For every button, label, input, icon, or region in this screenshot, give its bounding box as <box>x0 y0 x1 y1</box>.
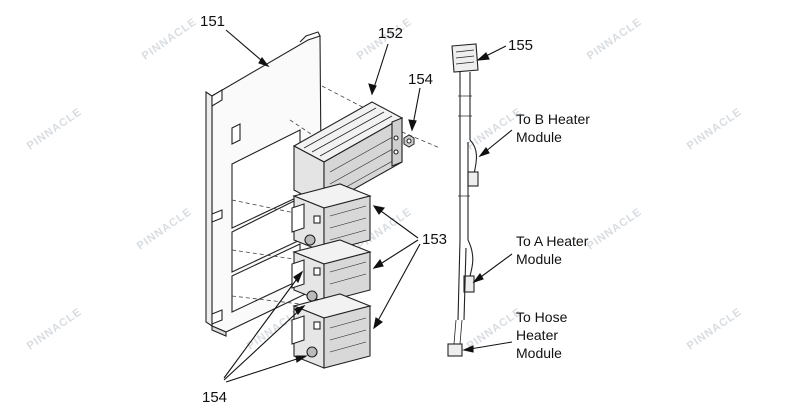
watermark-text: PINNACLE <box>585 16 645 63</box>
arrow-head <box>295 355 308 363</box>
watermark-text: PINNACLE <box>135 206 195 253</box>
arrow-head <box>368 83 377 96</box>
label-hose-heater-line3: Module <box>516 345 562 361</box>
arrow-head <box>293 270 304 284</box>
callout-155: 155 <box>508 37 533 54</box>
leader-154-bottom-c <box>225 355 307 383</box>
leader-154-bottom-a <box>223 271 303 379</box>
arrow-head <box>372 205 386 215</box>
callout-153: 153 <box>422 231 447 248</box>
arrow-head <box>472 273 484 284</box>
label-a-heater-line2: Module <box>516 251 562 267</box>
arrow-head <box>294 304 306 315</box>
callout-152: 152 <box>378 25 403 42</box>
leader-153-c <box>373 243 421 329</box>
watermark-text: PINNACLE <box>25 106 85 153</box>
callout-154-bottom: 154 <box>202 389 227 406</box>
watermark-text: PINNACLE <box>25 306 85 353</box>
callout-154-top: 154 <box>408 71 433 88</box>
arrow-head <box>373 317 383 330</box>
arrow-head <box>258 57 270 68</box>
watermark-text: PINNACLE <box>685 306 745 353</box>
arrow-head <box>408 119 417 132</box>
watermark-text: PINNACLE <box>140 16 200 63</box>
watermark-layer: PINNACLE PINNACLE PINNACLE PINNACLE PINN… <box>25 16 745 353</box>
leader-lines <box>223 29 513 383</box>
arrow-head <box>478 147 490 158</box>
label-hose-heater-line1: To Hose <box>516 309 568 325</box>
callout-151: 151 <box>200 13 225 30</box>
arrow-head <box>462 345 474 353</box>
watermark-text: PINNACLE <box>685 106 745 153</box>
screw-154-icon <box>403 134 415 148</box>
arrow-head <box>476 52 490 61</box>
label-b-heater-line1: To B Heater <box>516 111 590 127</box>
heater-module-153-middle <box>291 239 372 303</box>
label-a-heater-line1: To A Heater <box>516 233 589 249</box>
wire-harness-155 <box>447 43 479 357</box>
arrow-head <box>372 258 384 269</box>
watermark-text: PINNACLE <box>585 206 645 253</box>
heater-module-153-top <box>291 183 372 253</box>
leader-154-bottom-b <box>223 305 305 381</box>
heater-module-153-bottom <box>291 293 372 369</box>
label-hose-heater-line2: Heater <box>516 327 558 343</box>
label-b-heater-line2: Module <box>516 129 562 145</box>
